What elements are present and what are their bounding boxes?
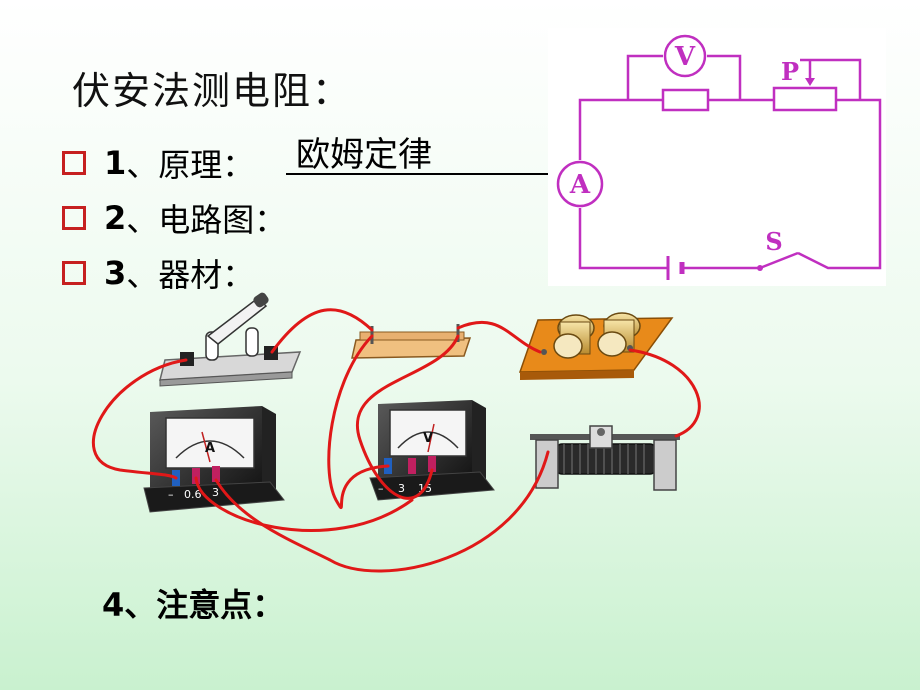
voltmeter-terminal-3: 3: [398, 482, 405, 495]
ammeter-face-label: A: [205, 441, 215, 456]
item-principle: 1 、原理：: [62, 140, 254, 186]
wire-switch-resistor: [270, 308, 374, 354]
item-number: 2: [104, 199, 127, 237]
wire-top-left: [578, 98, 663, 160]
wire-bottom-right: [797, 98, 882, 270]
battery-pack: [518, 312, 674, 380]
wire-switch-ammeter: [91, 358, 188, 480]
rheostat-label: P: [781, 57, 799, 86]
slider-arrow-icon: [805, 78, 815, 86]
switch-label: S: [765, 227, 782, 256]
wire-rheostat-ammeter: [214, 450, 550, 573]
item-label: 、器材：: [126, 256, 255, 294]
ammeter-device: A – 0.6 3: [143, 406, 285, 513]
voltmeter-symbol: [663, 34, 707, 78]
switch-blade: [759, 251, 799, 270]
checkbox-icon: [62, 261, 86, 285]
switch-pivot: [757, 265, 763, 271]
checkbox-icon: [62, 151, 86, 175]
rheostat-symbol: [772, 86, 838, 112]
knife-switch: [159, 292, 302, 387]
voltmeter-face-label: V: [423, 431, 433, 446]
wire-resistor-battery: [456, 321, 542, 354]
circuit-diagram: V A P S: [548, 28, 886, 286]
checkbox-icon: [62, 206, 86, 230]
notes-heading: 4、注意点：: [102, 586, 285, 624]
ammeter-terminal-neg: –: [168, 488, 174, 501]
ammeter-label: A: [569, 170, 591, 200]
wire-ammeter-voltmeter: [194, 476, 414, 532]
ammeter-terminal-0-6: 0.6: [184, 488, 202, 501]
wire-battery-rheostat: [628, 348, 701, 438]
wire-resistor-voltmeter: [327, 334, 390, 509]
connecting-wires: [91, 308, 701, 573]
slide-title: 伏安法测电阻：: [72, 69, 353, 113]
item-label: 、电路图：: [126, 201, 287, 239]
principle-answer: 欧姆定律: [296, 135, 432, 175]
voltmeter-terminal-neg: –: [378, 482, 384, 495]
wire-resistor-voltmeter-b: [356, 334, 460, 500]
voltmeter-label: V: [674, 42, 696, 72]
ammeter-terminal-3: 3: [212, 486, 219, 499]
circuit-schematic: V A P S: [556, 34, 882, 280]
item-circuit-diagram: 2 、电路图：: [62, 195, 286, 241]
item-number: 3: [104, 254, 127, 292]
item-equipment: 3 、器材：: [62, 250, 254, 296]
voltmeter-device: V – 3 15: [369, 400, 495, 501]
wire-bottom-left: [578, 208, 668, 270]
resistor-symbol: [661, 88, 710, 112]
sliding-rheostat: [530, 425, 680, 491]
wire-volt-right: [707, 54, 742, 100]
rheostat-slider-wire: [800, 58, 862, 100]
wire-volt-left: [626, 54, 663, 100]
ammeter-symbol: [556, 160, 604, 208]
item-number: 1: [104, 144, 127, 182]
answer-underline: [286, 173, 548, 175]
item-label: 、原理：: [126, 146, 255, 184]
